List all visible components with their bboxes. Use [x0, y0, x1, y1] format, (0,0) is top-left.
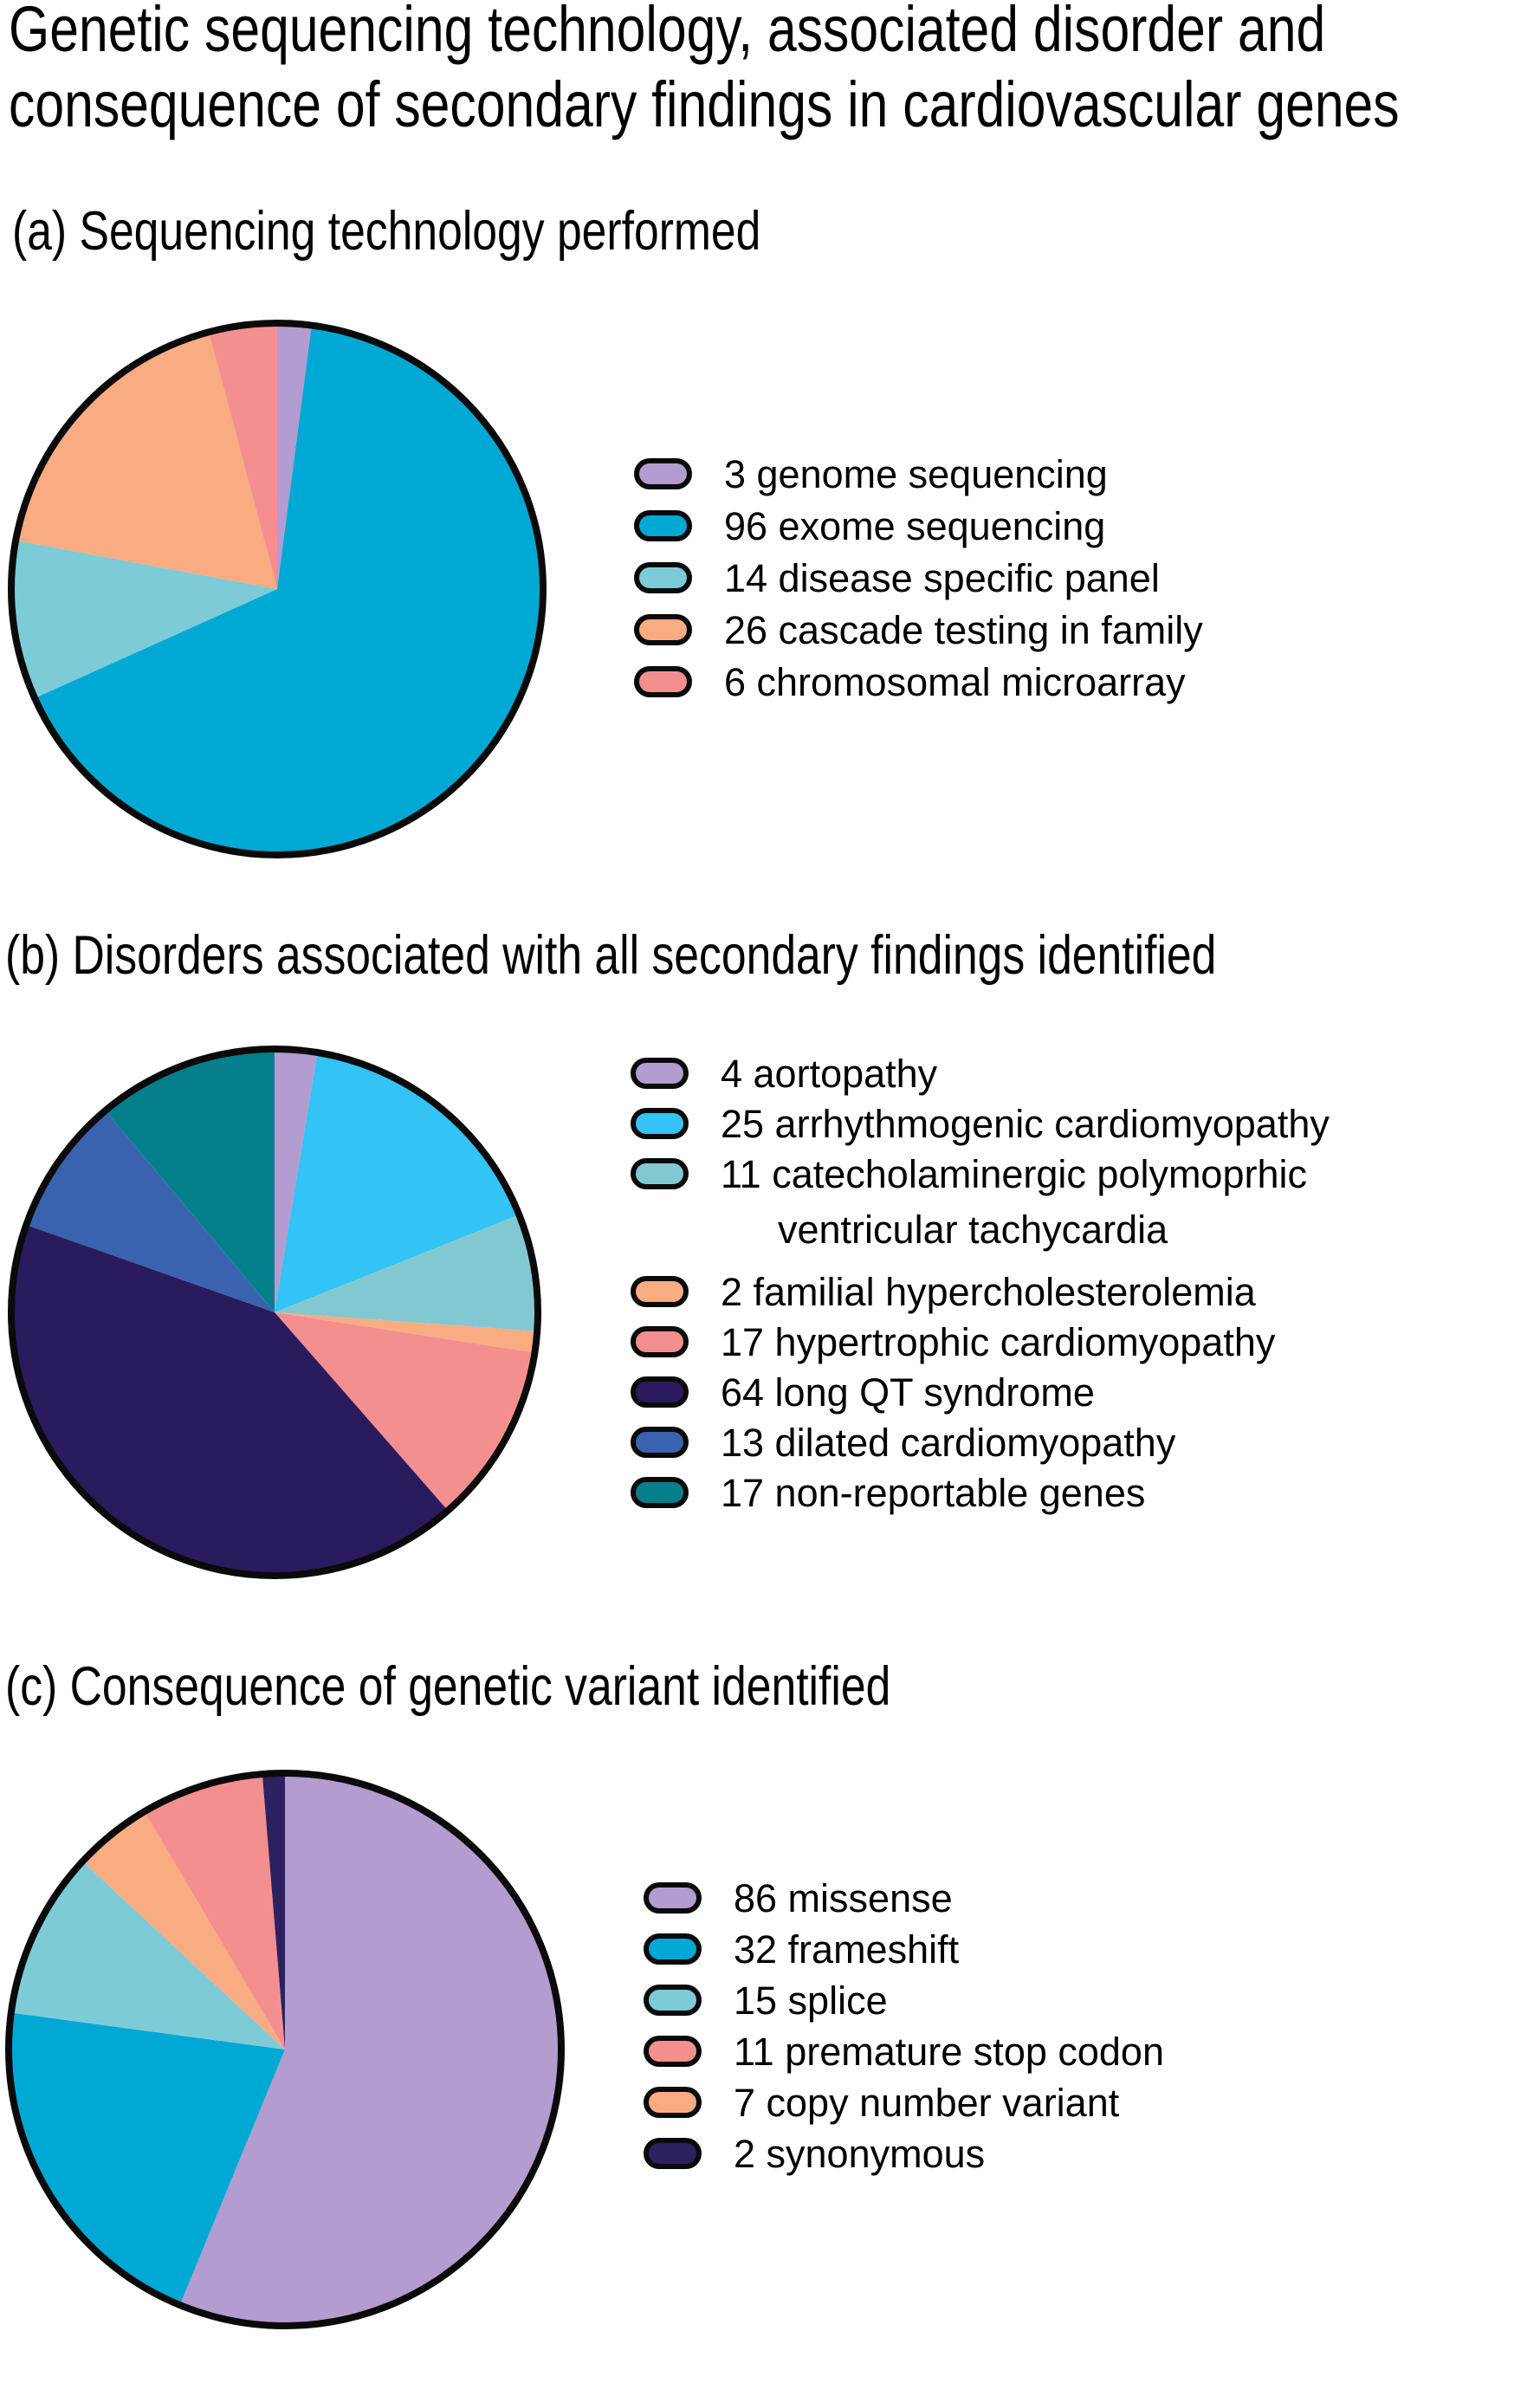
legend-swatch-non-reportable-genes	[631, 1477, 689, 1508]
pie-slice-copy-number-variant	[82, 1811, 285, 2050]
legend-item-hypertrophic-cardiomyopathy: 17 hypertrophic cardiomyopathy	[631, 1320, 1330, 1364]
legend-item-dilated-cardiomyopathy: 13 dilated cardiomyopathy	[631, 1421, 1330, 1465]
legend-label: 3 genome sequencing	[724, 452, 1108, 496]
legend-disorders: 4 aortopathy 25 arrhythmogenic cardiomyop…	[631, 1052, 1330, 1515]
legend-item-copy-number-variant: 7 copy number variant	[644, 2081, 1164, 2125]
legend-item-synonymous: 2 synonymous	[644, 2132, 1164, 2176]
legend-item-genome-sequencing: 3 genome sequencing	[634, 452, 1203, 496]
legend-swatch-dilated-cardiomyopathy	[631, 1427, 689, 1458]
legend-sequencing-technology: 3 genome sequencing 96 exome sequencing 14…	[634, 452, 1203, 704]
legend-swatch-synonymous	[644, 2138, 702, 2169]
legend-label: 17 non-reportable genes	[721, 1471, 1146, 1515]
legend-swatch-frameshift	[644, 1933, 702, 1965]
legend-label: 6 chromosomal microarray	[724, 660, 1186, 704]
pie-slice-long-qt-syndrome	[10, 1224, 449, 1577]
pie-slice-splice	[10, 1861, 286, 2050]
legend-item-frameshift: 32 frameshift	[644, 1927, 1164, 1972]
legend-item-aortopathy: 4 aortopathy	[631, 1052, 1330, 1096]
legend-label: 2 familial hypercholesterolemia	[721, 1270, 1256, 1314]
legend-swatch-hypertrophic-cardiomyopathy	[631, 1326, 689, 1357]
legend-item-non-reportable-genes: 17 non-reportable genes	[631, 1471, 1330, 1515]
legend-item-splice: 15 splice	[644, 1978, 1164, 2023]
legend-item-cascade-testing-in-family: 26 cascade testing in family	[634, 608, 1203, 652]
section-b-heading-text: (b) Disorders associated with all second…	[5, 925, 1217, 986]
legend-label: 86 missense	[734, 1876, 953, 1920]
pie-slice-aortopathy	[275, 1049, 318, 1312]
pie-chart-sequencing-technology	[8, 320, 547, 858]
pie-slice-chromosomal-microarray	[209, 323, 277, 589]
legend-swatch-chromosomal-microarray	[634, 666, 692, 697]
pie-slice-cascade-testing-in-family	[16, 332, 277, 589]
pie-outline	[5, 1770, 565, 2329]
legend-swatch-familial-hypercholesterolemia	[631, 1276, 689, 1307]
figure-title-line1: Genetic sequencing technology, associate…	[9, 0, 1326, 65]
section-b-heading: (b) Disorders associated with all second…	[5, 929, 1482, 983]
legend-swatch-premature-stop-codon	[644, 2036, 702, 2067]
pie-slice-missense	[179, 1773, 561, 2326]
section-c-heading: (c) Consequence of genetic variant ident…	[5, 1660, 1085, 1714]
legend-swatch-genome-sequencing	[634, 458, 692, 489]
pie-slice-non-reportable-genes	[105, 1049, 275, 1312]
legend-swatch-disease-specific-panel	[634, 562, 692, 593]
legend-label: 96 exome sequencing	[724, 504, 1106, 548]
figure-title-line2: consequence of secondary findings in car…	[9, 68, 1400, 140]
legend-item-familial-hypercholesterolemia: 2 familial hypercholesterolemia	[631, 1270, 1330, 1314]
legend-label: 4 aortopathy	[721, 1052, 938, 1096]
legend-label: 14 disease specific panel	[724, 556, 1160, 600]
section-a-heading-text: (a) Sequencing technology performed	[12, 201, 761, 262]
legend-label: 15 splice	[734, 1978, 888, 2023]
pie-slice-premature-stop-codon	[144, 1774, 285, 2050]
legend-label: 26 cascade testing in family	[724, 608, 1203, 652]
pie-slice-arrhythmogenic-cardiomyopathy	[275, 1052, 520, 1312]
legend-item-disease-specific-panel: 14 disease specific panel	[634, 556, 1203, 600]
pie-slice-disease-specific-panel	[10, 540, 278, 698]
legend-item-exome-sequencing: 96 exome sequencing	[634, 504, 1203, 548]
legend-label: 2 synonymous	[734, 2132, 986, 2176]
legend-item-chromosomal-microarray: 6 chromosomal microarray	[634, 660, 1203, 704]
legend-label: 11 premature stop codon	[734, 2030, 1164, 2074]
legend-swatch-catecholaminergic-polymoprhic-ventricular-tachycardia	[631, 1158, 689, 1189]
legend-label: 7 copy number variant	[734, 2081, 1120, 2125]
pie-slice-dilated-cardiomyopathy	[26, 1111, 275, 1312]
section-a-heading: (a) Sequencing technology performed	[12, 204, 925, 259]
legend-item-missense: 86 missense	[644, 1876, 1164, 1920]
legend-swatch-exome-sequencing	[634, 510, 692, 541]
legend-label: 17 hypertrophic cardiomyopathy	[721, 1320, 1276, 1364]
legend-swatch-missense	[644, 1882, 702, 1914]
pie-slice-catecholaminergic-polymoprhic-ventricular-tachycardia	[275, 1214, 539, 1331]
pie-slice-exome-sequencing	[34, 325, 543, 855]
pie-slice-genome-sequencing	[277, 323, 312, 589]
pie-slice-hypertrophic-cardiomyopathy	[275, 1312, 535, 1511]
legend-swatch-copy-number-variant	[644, 2087, 702, 2118]
pie-outline	[8, 1046, 541, 1579]
legend-swatch-long-qt-syndrome	[631, 1376, 689, 1408]
legend-label: 25 arrhythmogenic cardiomyopathy	[721, 1102, 1330, 1146]
legend-label: 64 long QT syndrome	[721, 1370, 1095, 1415]
legend-variant-consequence: 86 missense 32 frameshift 15 splice 11 prem…	[644, 1876, 1164, 2176]
pie-chart-disorders	[8, 1046, 541, 1579]
legend-item-arrhythmogenic-cardiomyopathy: 25 arrhythmogenic cardiomyopathy	[631, 1102, 1330, 1146]
legend-label: 13 dilated cardiomyopathy	[721, 1421, 1176, 1465]
legend-swatch-splice	[644, 1985, 702, 2016]
pie-slice-synonymous	[262, 1773, 285, 2050]
figure-title: Genetic sequencing technology, associate…	[9, 0, 1540, 142]
legend-swatch-aortopathy	[631, 1058, 689, 1089]
legend-label: 32 frameshift	[734, 1927, 960, 1972]
legend-item-long-qt-syndrome: 64 long QT syndrome	[631, 1370, 1330, 1415]
section-c-heading-text: (c) Consequence of genetic variant ident…	[5, 1656, 891, 1717]
pie-chart-variant-consequence	[5, 1770, 565, 2329]
pie-outline	[8, 320, 547, 858]
legend-swatch-arrhythmogenic-cardiomyopathy	[631, 1108, 689, 1139]
pie-slice-familial-hypercholesterolemia	[275, 1312, 538, 1353]
legend-item-premature-stop-codon: 11 premature stop codon	[644, 2030, 1164, 2074]
legend-swatch-cascade-testing-in-family	[634, 614, 692, 645]
